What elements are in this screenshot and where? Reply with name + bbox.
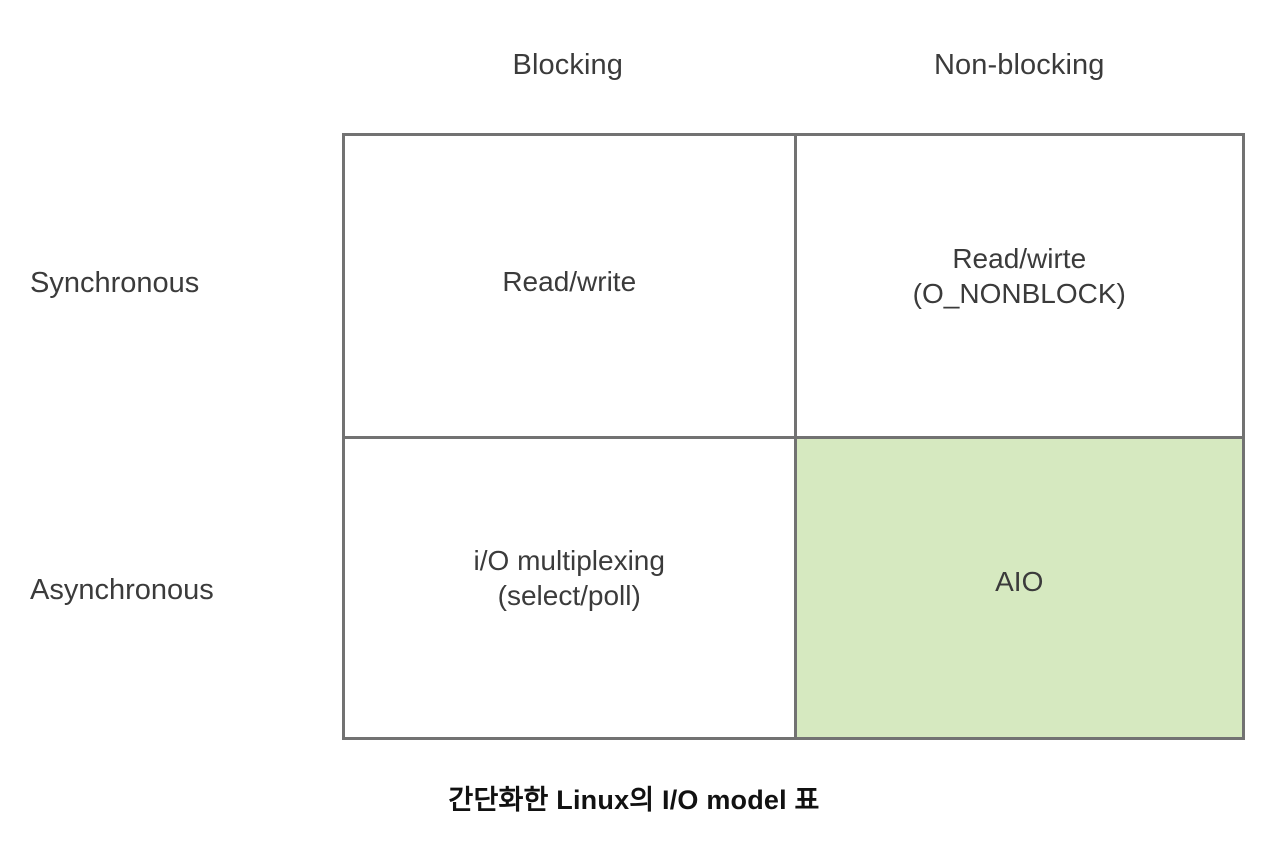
row-header-asynchronous: Asynchronous [30,573,214,606]
matrix-row-headers: Synchronous Asynchronous [0,133,342,740]
matrix-cell-label: Read/wirte (O_NONBLOCK) [912,242,1126,309]
matrix-grid: Read/write Read/wirte (O_NONBLOCK) i/O m… [342,133,1245,740]
matrix-cell-label: Read/write [502,266,637,298]
row-header-synchronous: Synchronous [30,266,200,299]
matrix-cell-label: i/O multiplexing (select/poll) [473,544,665,611]
column-header-non-blocking: Non-blocking [934,48,1105,81]
figure-caption: 간단화한 Linux의 I/O model 표 [448,785,820,815]
matrix-cell-asynchronous-non-blocking: AIO [793,436,1242,737]
matrix-cell-synchronous-non-blocking: Read/wirte (O_NONBLOCK) [793,136,1242,436]
matrix-cell-synchronous-blocking: Read/write [345,136,794,436]
matrix-cell-label: AIO [995,566,1044,598]
matrix-column-headers: Blocking Non-blocking [342,40,1245,90]
matrix-cell-asynchronous-blocking: i/O multiplexing (select/poll) [345,436,794,737]
column-header-blocking: Blocking [512,48,623,81]
